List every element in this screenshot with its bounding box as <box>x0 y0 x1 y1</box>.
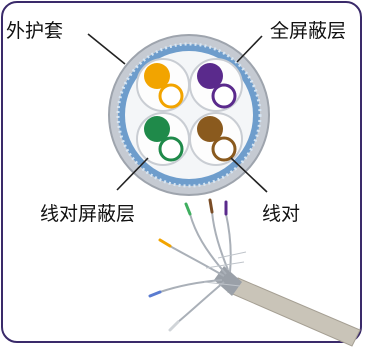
leader-lines <box>87 33 268 193</box>
pair-purple <box>189 58 243 112</box>
label-outer-jacket: 外护套 <box>6 20 64 42</box>
pair-brown <box>189 112 243 166</box>
braid-texture <box>116 42 262 188</box>
pair-orange <box>136 58 190 112</box>
leader-overall-shield <box>236 35 263 63</box>
cable-illustration <box>148 198 361 347</box>
leader-outer-jacket <box>87 33 126 65</box>
label-wire-pair: 线对 <box>262 203 301 225</box>
leader-wire-pair <box>230 157 268 193</box>
cable-cross-section <box>108 34 270 196</box>
pair-green <box>136 112 190 166</box>
leader-pair-shield <box>116 157 149 191</box>
label-pair-shield: 线对屏蔽层 <box>40 203 136 225</box>
label-overall-shield: 全屏蔽层 <box>270 20 347 42</box>
